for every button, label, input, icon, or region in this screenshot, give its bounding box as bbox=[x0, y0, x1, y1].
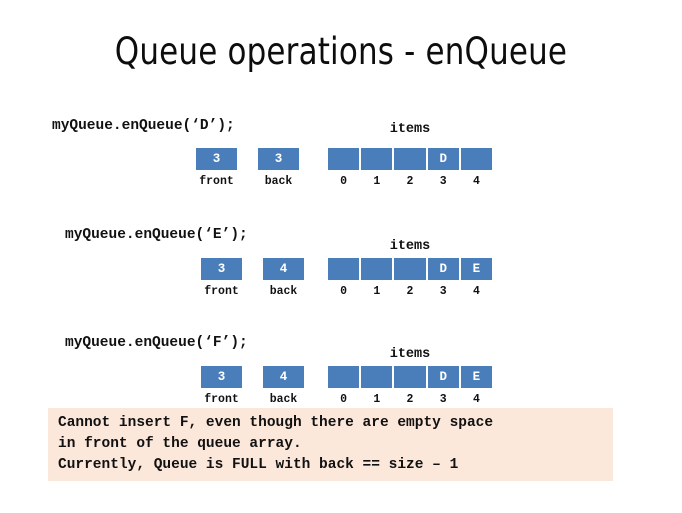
array-cell: D bbox=[427, 148, 459, 170]
back-caption-3: back bbox=[269, 393, 298, 406]
array-cell: D bbox=[427, 258, 459, 280]
array-cell: D bbox=[427, 366, 459, 388]
array-cell: E bbox=[460, 258, 493, 280]
front-value-box-1: 3 bbox=[196, 148, 237, 170]
code-line-2: myQueue.enQueue(‘E’); bbox=[65, 227, 248, 243]
items-array-label-1: items bbox=[389, 122, 431, 137]
array-index: 3 bbox=[439, 393, 447, 406]
back-value-box-3: 4 bbox=[263, 366, 304, 388]
array-index: 1 bbox=[373, 393, 381, 406]
note-line-1: Cannot insert F, even though there are e… bbox=[58, 415, 494, 431]
items-array-label-3: items bbox=[389, 347, 431, 362]
front-caption-1: front bbox=[199, 175, 234, 188]
items-index-row-2: 0 1 2 3 4 bbox=[328, 285, 492, 299]
back-value-box-2: 4 bbox=[263, 258, 304, 280]
array-index: 2 bbox=[406, 175, 414, 188]
array-cell bbox=[460, 148, 493, 170]
code-line-3: myQueue.enQueue(‘F’); bbox=[65, 335, 248, 351]
items-array-3: D E bbox=[328, 366, 493, 388]
array-index: 2 bbox=[406, 393, 414, 406]
back-caption-2: back bbox=[269, 285, 298, 298]
items-array-label-2: items bbox=[389, 239, 431, 254]
note-line-2: in front of the queue array. bbox=[58, 436, 302, 452]
array-index: 4 bbox=[472, 393, 480, 406]
array-index: 3 bbox=[439, 175, 447, 188]
array-index: 4 bbox=[472, 175, 480, 188]
items-array-2: D E bbox=[328, 258, 493, 280]
array-cell bbox=[361, 148, 393, 170]
page-title: Queue operations - enQueue bbox=[114, 30, 568, 73]
code-line-1: myQueue.enQueue(‘D’); bbox=[52, 118, 235, 134]
array-cell bbox=[361, 258, 393, 280]
array-index: 3 bbox=[439, 285, 447, 298]
front-caption-2: front bbox=[204, 285, 239, 298]
array-index: 0 bbox=[340, 175, 348, 188]
array-cell bbox=[328, 366, 360, 388]
array-index: 2 bbox=[406, 285, 414, 298]
array-cell: E bbox=[460, 366, 493, 388]
array-index: 1 bbox=[373, 285, 381, 298]
array-cell bbox=[328, 148, 360, 170]
overflow-note-box: Cannot insert F, even though there are e… bbox=[48, 408, 613, 481]
array-cell bbox=[361, 366, 393, 388]
array-cell bbox=[394, 258, 426, 280]
array-cell bbox=[328, 258, 360, 280]
back-value-box-1: 3 bbox=[258, 148, 299, 170]
array-index: 1 bbox=[373, 175, 381, 188]
array-cell bbox=[394, 148, 426, 170]
array-cell bbox=[394, 366, 426, 388]
front-caption-3: front bbox=[204, 393, 239, 406]
items-index-row-1: 0 1 2 3 4 bbox=[328, 175, 492, 189]
array-index: 4 bbox=[472, 285, 480, 298]
back-caption-1: back bbox=[264, 175, 293, 188]
front-value-box-2: 3 bbox=[201, 258, 242, 280]
items-array-1: D bbox=[328, 148, 493, 170]
note-line-3: Currently, Queue is FULL with back == si… bbox=[58, 457, 459, 473]
front-value-box-3: 3 bbox=[201, 366, 242, 388]
array-index: 0 bbox=[340, 393, 348, 406]
array-index: 0 bbox=[340, 285, 348, 298]
items-index-row-3: 0 1 2 3 4 bbox=[328, 393, 492, 407]
